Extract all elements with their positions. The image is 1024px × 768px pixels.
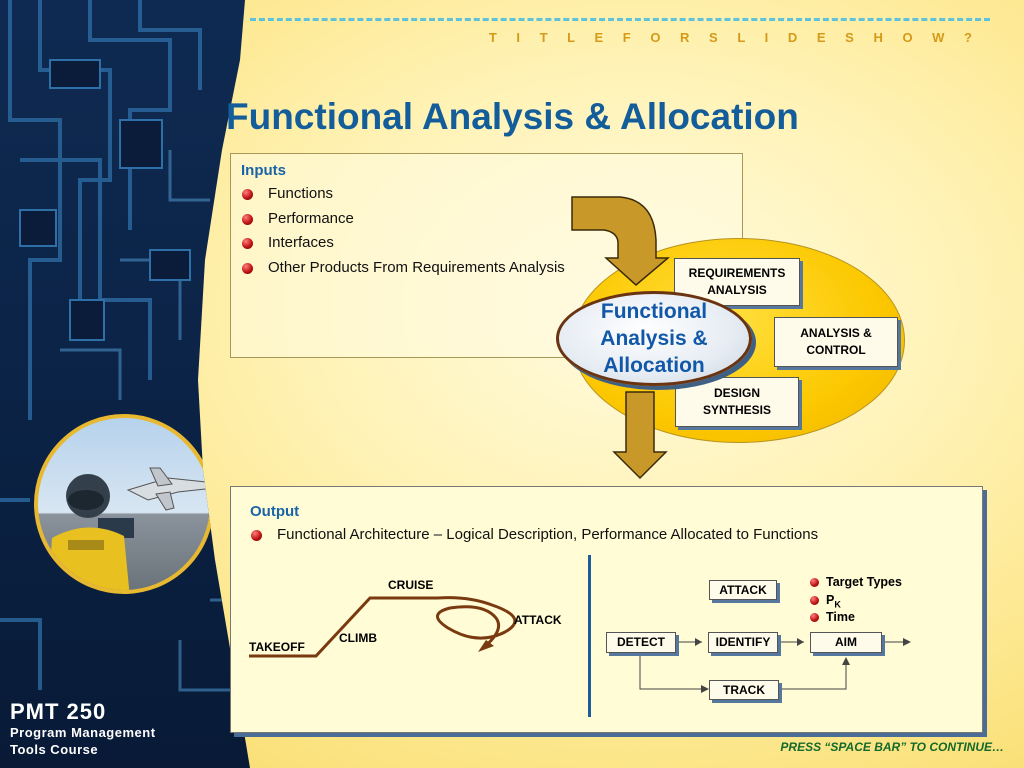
bullet-icon: [242, 189, 253, 200]
list-item: Functional Architecture – Logical Descri…: [251, 523, 818, 548]
synthesis-label: DESIGN: [713, 386, 760, 400]
arrowhead-icon: [695, 638, 702, 646]
center-label-3: Allocation: [603, 354, 705, 377]
time-text: Time: [826, 610, 855, 624]
list-item-text: Functions: [268, 185, 334, 202]
pilot-jet-illustration: [48, 467, 210, 590]
arrowhead-icon: [797, 638, 804, 646]
pk-subscript: K: [834, 599, 841, 609]
requirements-label: REQUIREMENTS: [688, 266, 786, 280]
down-arrow-icon: [571, 196, 671, 286]
bullet-icon: [242, 262, 253, 274]
bullet-icon: [251, 530, 262, 541]
list-item: Performance: [242, 207, 565, 232]
aim-function-box: AIM: [810, 632, 882, 653]
attack-phase-label: ATTACK: [514, 613, 562, 627]
output-box: Output Functional Architecture – Logical…: [230, 486, 983, 733]
track-function-box: TRACK: [709, 680, 779, 700]
requirements-analysis-box: REQUIREMENTS ANALYSIS: [674, 258, 800, 306]
list-item: PK: [810, 592, 902, 609]
slide-title: Functional Analysis & Allocation: [226, 96, 799, 137]
down-arrow-icon: [612, 391, 668, 480]
list-item: Other Products From Requirements Analysi…: [242, 256, 565, 281]
list-item-text: Interfaces: [268, 234, 334, 251]
course-name-line2: Tools Course: [10, 742, 99, 757]
bullet-icon: [810, 578, 819, 587]
detect-function-box: DETECT: [606, 632, 676, 653]
bullet-icon: [810, 613, 819, 622]
inputs-heading: Inputs: [241, 162, 286, 179]
pilot-and-jet-photo: [34, 414, 214, 594]
output-list: Functional Architecture – Logical Descri…: [251, 523, 818, 548]
diagram-divider: [588, 555, 591, 717]
continue-prompt[interactable]: PRESS “SPACE BAR” TO CONTINUE…: [780, 740, 1004, 754]
identify-function-box: IDENTIFY: [708, 632, 778, 653]
circuit-pattern-graphic: [0, 0, 240, 692]
inputs-list: Functions Performance Interfaces Other P…: [242, 182, 565, 280]
list-item-text: Performance: [268, 209, 354, 227]
list-item: Target Types: [810, 574, 902, 592]
course-title: PMT 250 Program Management Tools Course: [10, 700, 210, 758]
center-label-1: Functional: [600, 300, 708, 323]
list-item-text: Other Products From Requirements Analysi…: [268, 258, 565, 276]
output-heading: Output: [250, 503, 300, 520]
control-label-2: CONTROL: [806, 343, 866, 357]
cruise-label: CRUISE: [388, 578, 434, 592]
target-types-text: Target Types: [826, 575, 902, 589]
requirements-label-2: ANALYSIS: [707, 283, 767, 297]
synthesis-label-2: SYNTHESIS: [702, 403, 771, 417]
bullet-icon: [242, 238, 253, 249]
bullet-icon: [810, 595, 819, 605]
course-code: PMT 250: [10, 699, 107, 724]
design-synthesis-box: DESIGN SYNTHESIS: [675, 377, 799, 427]
arrowhead-icon: [903, 638, 911, 646]
bullet-icon: [242, 213, 253, 225]
pk-text: P: [826, 592, 835, 607]
arrowhead-icon: [478, 640, 494, 652]
list-item: Functions: [242, 182, 565, 207]
flight-path-line: [249, 596, 517, 658]
slideshow-title: T I T L E F O R S L I D E S H O W ?: [488, 30, 980, 45]
arrowhead-icon: [842, 657, 850, 665]
list-item: Interfaces: [242, 231, 565, 256]
attack-function-box: ATTACK: [709, 580, 777, 600]
top-dashed-divider: [250, 18, 990, 21]
list-item-text: Functional Architecture – Logical Descri…: [277, 526, 819, 543]
arrowhead-icon: [701, 685, 709, 693]
climb-label: CLIMB: [339, 631, 377, 645]
center-label-2: Analysis &: [600, 327, 708, 350]
analysis-control-box: ANALYSIS & CONTROL: [774, 317, 898, 367]
control-label: ANALYSIS &: [800, 326, 872, 340]
list-item: Time: [810, 609, 902, 627]
course-name-line1: Program Management: [10, 725, 156, 740]
attack-attributes-list: Target Types PK Time: [810, 574, 902, 627]
takeoff-label: TAKEOFF: [249, 640, 305, 654]
